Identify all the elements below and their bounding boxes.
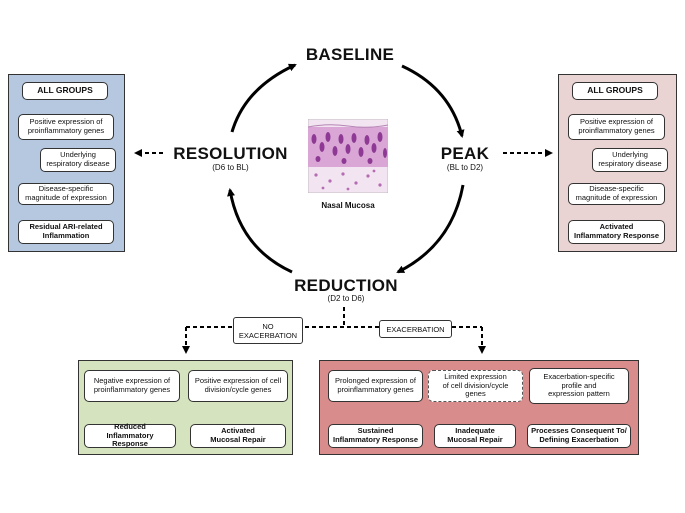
right-activated-inflammatory-response: Activated Inflammatory Response: [568, 220, 665, 244]
stage-reduction: REDUCTION: [294, 276, 398, 295]
red-inadequate-mucosal-repair: Inadequate Mucosal Repair: [434, 424, 516, 448]
stage-peak: PEAK: [440, 144, 490, 163]
arc-baseline-to-peak: [401, 64, 465, 138]
red-limited-expression: Limited expression of cell division/cycl…: [428, 370, 523, 402]
red-sustained-inflammatory-response: Sustained Inflammatory Response: [328, 424, 423, 448]
right-respiratory-disease: Underlying respiratory disease: [592, 148, 668, 172]
nasal-mucosa-caption: Nasal Mucosa: [321, 201, 375, 210]
left-disease-magnitude: Disease-specific magnitude of expression: [18, 183, 114, 205]
tag-no-exacerbation: NO EXACERBATION: [233, 317, 303, 344]
right-disease-magnitude: Disease-specific magnitude of expression: [568, 183, 665, 205]
nasal-mucosa-image: [308, 119, 388, 193]
red-exacerbation-profile: Exacerbation-specific profile and expres…: [529, 368, 629, 404]
red-exacerbation-processes: Processes Consequent To/ Defining Exacer…: [527, 424, 631, 448]
green-positive-cell-division: Positive expression of cell division/cyc…: [188, 370, 288, 402]
arc-resolution-to-baseline: [230, 63, 297, 133]
arc-reduction-to-resolution: [227, 188, 293, 274]
stage-resolution: RESOLUTION: [173, 144, 288, 163]
stage-resolution-range: (D6 to BL): [212, 163, 249, 172]
green-activated-mucosal-repair: Activated Mucosal Repair: [190, 424, 286, 448]
stage-baseline: BASELINE: [305, 45, 395, 64]
left-residual-inflammation: Residual ARI-related Inflammation: [18, 220, 114, 244]
green-negative-expression: Negative expression of proinflammatory g…: [84, 370, 180, 402]
stage-peak-range: (BL to D2): [446, 163, 484, 172]
left-all-groups: ALL GROUPS: [22, 82, 108, 100]
stage-reduction-range: (D2 to D6): [327, 294, 365, 303]
right-all-groups: ALL GROUPS: [572, 82, 658, 100]
tag-exacerbation: EXACERBATION: [379, 320, 452, 338]
arc-peak-to-reduction: [396, 184, 465, 274]
red-prolonged-expression: Prolonged expression of proinflammatory …: [328, 370, 423, 402]
right-proinflammatory-expression: Positive expression of proinflammatory g…: [568, 114, 665, 140]
left-respiratory-disease: Underlying respiratory disease: [40, 148, 116, 172]
green-reduced-inflammatory-response: Reduced Inflammatory Response: [84, 422, 176, 448]
left-proinflammatory-expression: Positive expression of proinflammatory g…: [18, 114, 114, 140]
